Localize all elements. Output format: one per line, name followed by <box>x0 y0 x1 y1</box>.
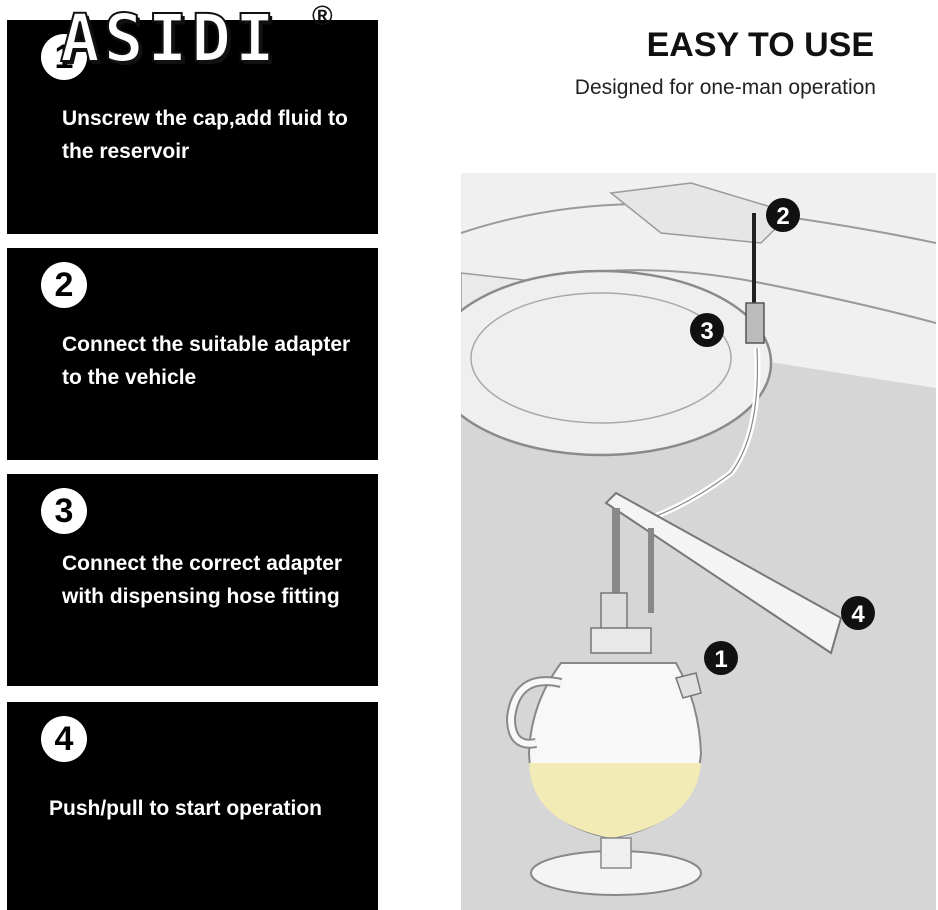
step-number-3: 3 <box>41 488 87 534</box>
step-number-2: 2 <box>41 262 87 308</box>
step-text-1: Unscrew the cap,add fluid to the reservo… <box>62 107 348 163</box>
callout-1: 1 <box>704 641 738 675</box>
step-text-3: Connect the correct adapter with dispens… <box>62 552 343 608</box>
step-number-1: 1 <box>41 34 87 80</box>
tire <box>461 269 773 457</box>
step-text-4: Push/pull to start operation <box>49 797 323 820</box>
svg-text:2: 2 <box>776 203 789 230</box>
page-subtitle: Designed for one-man operation <box>574 76 876 99</box>
reservoir-fluid <box>529 763 701 838</box>
svg-text:4: 4 <box>851 601 865 628</box>
svg-text:1: 1 <box>714 646 727 673</box>
callout-4: 4 <box>841 596 875 630</box>
brand-logo: ASIDI <box>59 0 279 77</box>
page-title: EASY TO USE <box>646 26 874 64</box>
step-card-3: 3 Connect the correct adapter with dispe… <box>7 474 378 686</box>
step-card-4: 4 Push/pull to start operation <box>7 702 378 910</box>
step-number-4: 4 <box>41 716 87 762</box>
callout-2: 2 <box>766 198 800 232</box>
registered-mark: ® <box>312 0 333 31</box>
callout-3: 3 <box>690 313 724 347</box>
step-card-2: 2 Connect the suitable adapter to the ve… <box>7 248 378 460</box>
step-card-1: 1 Unscrew the cap,add fluid to the reser… <box>7 20 378 234</box>
svg-text:3: 3 <box>700 318 713 345</box>
pump-handle <box>604 491 843 655</box>
step-text-2: Connect the suitable adapter to the vehi… <box>62 333 351 389</box>
brake-bleeder-illustration: 2 3 4 1 <box>461 173 936 910</box>
